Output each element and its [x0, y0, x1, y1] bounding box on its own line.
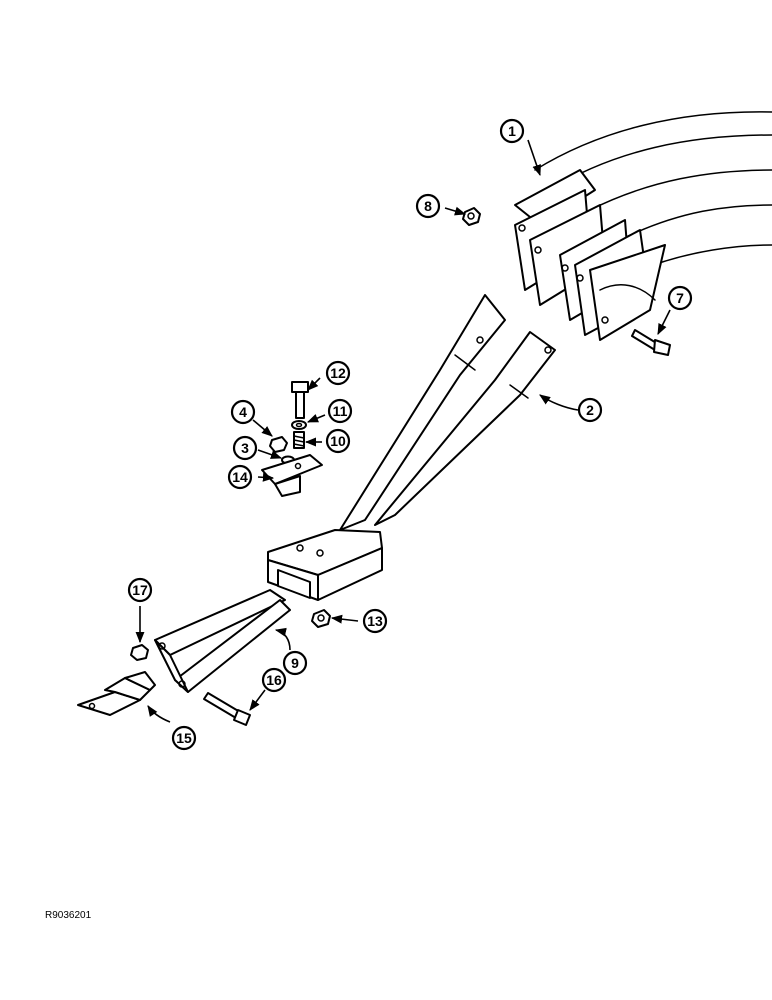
reference-code: R9036201 — [45, 910, 92, 921]
callout-2: 2 — [577, 397, 603, 423]
callout-10: 10 — [325, 428, 351, 454]
svg-text:12: 12 — [330, 365, 346, 381]
bolt-12 — [291, 381, 309, 419]
callout-4: 4 — [230, 399, 256, 425]
nut-13 — [311, 609, 331, 628]
washer-11 — [291, 420, 307, 430]
svg-text:4: 4 — [239, 404, 247, 420]
frame-arm-2 — [267, 294, 556, 601]
svg-text:13: 13 — [367, 613, 383, 629]
svg-text:3: 3 — [241, 440, 249, 456]
svg-text:16: 16 — [266, 672, 282, 688]
svg-text:8: 8 — [424, 198, 432, 214]
svg-text:9: 9 — [291, 655, 299, 671]
callout-16: 16 — [261, 667, 287, 693]
callout-14: 14 — [227, 464, 253, 490]
nut-8 — [462, 207, 481, 226]
callout-15: 15 — [171, 725, 197, 751]
callout-7: 7 — [667, 285, 693, 311]
svg-text:7: 7 — [676, 290, 684, 306]
callout-8: 8 — [415, 193, 441, 219]
bolt-7 — [631, 329, 671, 356]
callout-3: 3 — [232, 435, 258, 461]
disc-gang-assembly — [514, 111, 772, 341]
clevis-15 — [77, 671, 156, 716]
bracket-14 — [261, 454, 323, 497]
leader-lines — [135, 139, 671, 723]
callout-9: 9 — [282, 650, 308, 676]
callout-13: 13 — [362, 608, 388, 634]
svg-text:17: 17 — [132, 582, 148, 598]
svg-text:1: 1 — [508, 123, 516, 139]
nut-17 — [130, 644, 149, 661]
nut-4 — [269, 436, 288, 453]
svg-text:2: 2 — [586, 402, 594, 418]
spring-10 — [293, 431, 305, 449]
link-9 — [154, 589, 291, 693]
callout-12: 12 — [325, 360, 351, 386]
svg-text:15: 15 — [176, 730, 192, 746]
bolt-16 — [203, 692, 251, 726]
svg-text:11: 11 — [333, 403, 348, 419]
callout-17: 17 — [127, 577, 153, 603]
svg-text:10: 10 — [330, 433, 346, 449]
callout-11: 11 — [327, 398, 353, 424]
callout-1: 1 — [499, 118, 525, 144]
svg-text:14: 14 — [232, 469, 248, 485]
